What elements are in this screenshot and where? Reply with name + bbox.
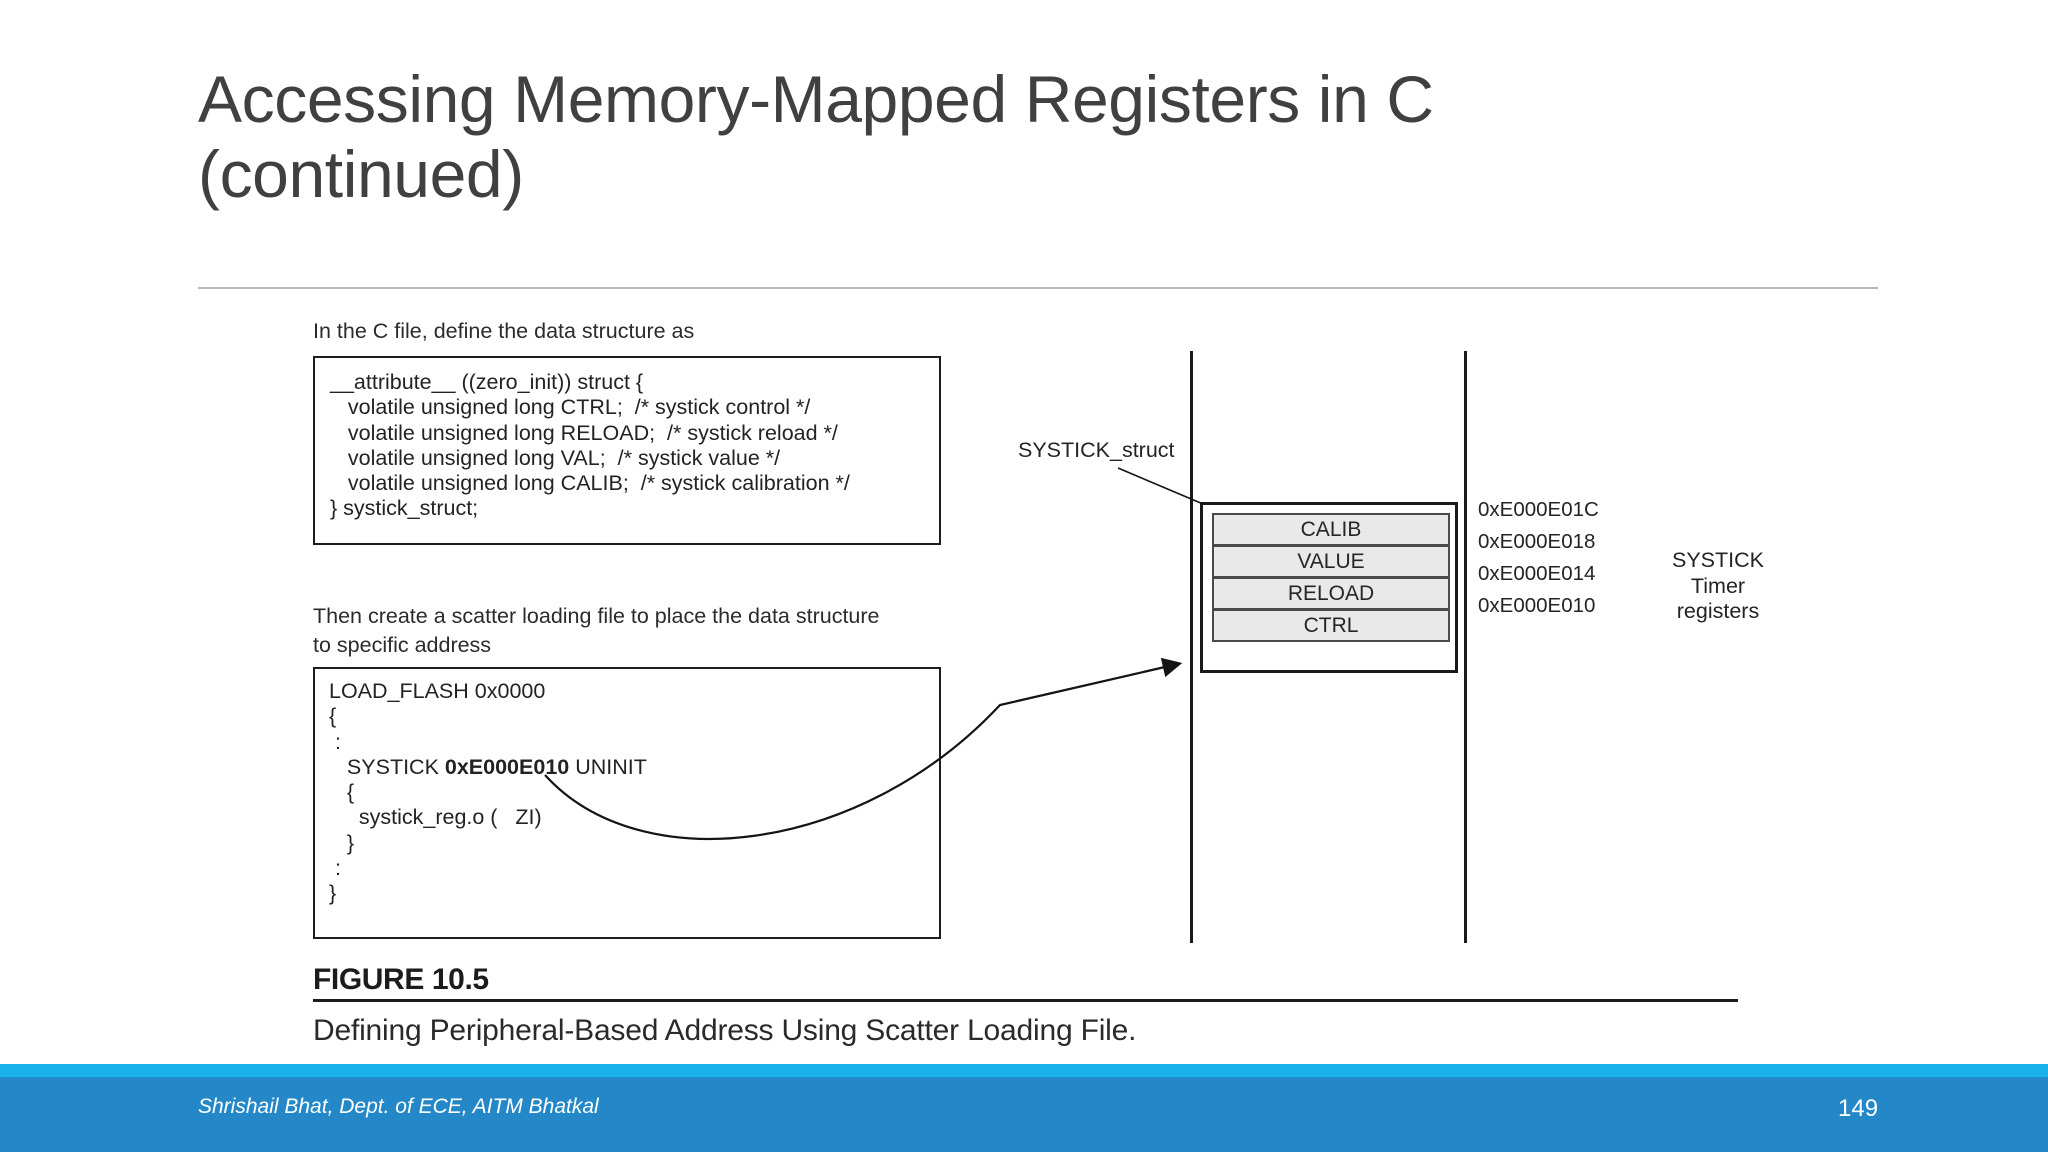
registers-group-label: SYSTICK Timer registers xyxy=(1672,548,1764,623)
code-line: SYSTICK 0xE000E010 UNINIT xyxy=(329,754,647,779)
register-cell-ctrl: CTRL xyxy=(1212,609,1450,642)
code-line: volatile unsigned long VAL; /* systick v… xyxy=(330,445,781,470)
register-cell-value: VALUE xyxy=(1212,545,1450,578)
code-line: volatile unsigned long CTRL; /* systick … xyxy=(330,395,811,420)
register-address-ctrl: 0xE000E010 xyxy=(1478,594,1596,617)
page-title: Accessing Memory-Mapped Registers in C (… xyxy=(198,62,1434,212)
code-block-scatter-file: LOAD_FLASH 0x0000{ : SYSTICK 0xE000E010 … xyxy=(313,667,941,939)
code-line: systick_reg.o ( ZI) xyxy=(329,805,542,830)
footer-accent-stripe xyxy=(0,1064,2048,1077)
memory-bus-line-right xyxy=(1464,351,1467,943)
code-line: LOAD_FLASH 0x0000 xyxy=(329,679,546,703)
code-line: __attribute__ ((zero_init)) struct { xyxy=(330,370,644,394)
register-address-reload: 0xE000E014 xyxy=(1478,562,1596,585)
register-address-value: 0xE000E018 xyxy=(1478,530,1596,553)
code-line: { xyxy=(329,780,355,805)
slide-footer xyxy=(0,1064,2048,1152)
figure-caption: Defining Peripheral-Based Address Using … xyxy=(313,1014,1137,1047)
intro-text-c-file: In the C file, define the data structure… xyxy=(313,319,695,343)
systick-struct-label: SYSTICK_struct xyxy=(1018,438,1175,462)
code-line: } xyxy=(329,881,337,906)
register-address-calib: 0xE000E01C xyxy=(1478,498,1599,521)
footer-credit-text: Shrishail Bhat, Dept. of ECE, AITM Bhatk… xyxy=(198,1095,599,1118)
code-block-struct: __attribute__ ((zero_init)) struct { vol… xyxy=(313,356,941,545)
code-line: : xyxy=(329,729,341,754)
footer-bar xyxy=(0,1077,2048,1152)
code-line: } systick_struct; xyxy=(330,496,479,521)
page-number: 149 xyxy=(1838,1095,1879,1122)
code-line: : xyxy=(329,856,341,881)
figure-number: FIGURE 10.5 xyxy=(313,963,489,996)
memory-bus-line-left xyxy=(1190,351,1193,943)
code-line: volatile unsigned long RELOAD; /* systic… xyxy=(330,420,838,445)
register-cell-reload: RELOAD xyxy=(1212,577,1450,610)
code-line: } xyxy=(329,830,355,855)
code-line: { xyxy=(329,704,337,729)
code-block-struct-text: __attribute__ ((zero_init)) struct { vol… xyxy=(330,370,850,522)
caption-divider xyxy=(313,999,1738,1002)
code-address-literal: 0xE000E010 xyxy=(444,754,570,779)
title-divider xyxy=(198,287,1878,289)
code-line: volatile unsigned long CALIB; /* systick… xyxy=(330,471,850,496)
code-block-scatter-file-text: LOAD_FLASH 0x0000{ : SYSTICK 0xE000E010 … xyxy=(329,679,647,907)
register-cell-calib: CALIB xyxy=(1212,513,1450,546)
intro-text-scatter-file: Then create a scatter loading file to pl… xyxy=(313,604,880,657)
